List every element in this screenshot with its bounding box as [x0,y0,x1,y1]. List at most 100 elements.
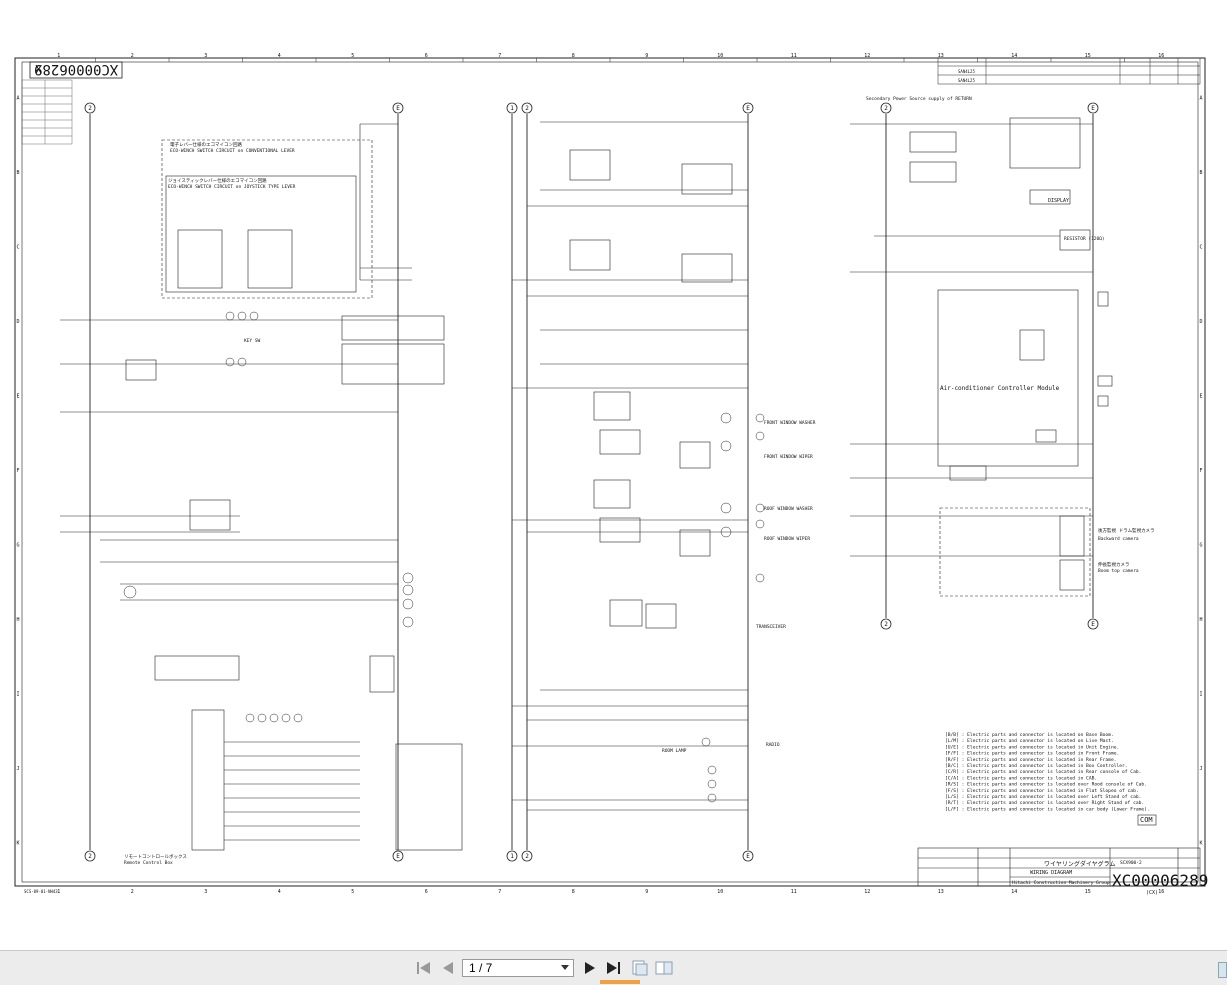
page-selector[interactable]: 1 / 7 [462,959,574,977]
left-relay-coils [123,311,414,723]
row-letter: J [16,766,19,772]
column-number: 4 [278,53,281,59]
svg-text:SAN4L25: SAN4L25 [958,78,975,83]
sheet-code: SCS-09-01-NH43 [24,889,58,894]
column-number: 2 [131,889,134,895]
svg-text:WIRING DIAGRAM: WIRING DIAGRAM [1030,870,1072,876]
svg-text:FRONT WINDOW WIPER: FRONT WINDOW WIPER [764,454,813,460]
middle-motors-lamps [701,412,765,803]
svg-text:E: E [1091,105,1095,112]
column-number: 3 [204,889,207,895]
svg-text:2: 2 [88,853,92,860]
middle-circuits [512,121,748,811]
row-letter: I [16,692,19,698]
column-number: 16 [1158,53,1164,59]
column-number: 7 [498,53,501,59]
svg-text:RADIO: RADIO [766,742,780,748]
chevron-down-icon [561,965,569,970]
row-letter: E [16,393,19,399]
single-page-view-button[interactable] [630,958,650,978]
svg-text:ECO-WINCH SWITCH CIRCUIT on CO: ECO-WINCH SWITCH CIRCUIT on CONVENTIONAL… [170,148,295,154]
svg-text:ROOM LAMP: ROOM LAMP [662,748,687,754]
column-number: 13 [938,53,944,59]
title-block [917,847,1201,887]
svg-text:Hitachi Construction Machinery: Hitachi Construction Machinery Group [1012,880,1110,886]
column-number: 8 [572,53,575,59]
com-label: COM [1140,816,1153,824]
svg-text:1: 1 [510,853,514,860]
column-number: 1 [57,53,60,59]
svg-text:1: 1 [510,105,514,112]
legend-line: [R/T] : Electric parts and connector is … [945,800,1144,806]
row-letter: H [1199,617,1202,623]
column-number: 1 [57,889,60,895]
legend-line: [B/B] : Electric parts and connector is … [945,732,1114,738]
svg-text:SAN4L25: SAN4L25 [958,69,975,74]
row-letter: A [16,95,19,101]
column-number: 15 [1085,53,1091,59]
page-indicator: 1 / 7 [469,961,493,975]
column-number: 3 [204,53,207,59]
left-circuits [60,123,463,851]
column-number: 4 [278,889,281,895]
right-circuits [850,117,1113,597]
row-letter: E [1199,393,1202,399]
row-letter: D [1199,319,1202,325]
previous-page-button[interactable] [438,958,458,978]
svg-text:2: 2 [884,621,888,628]
legend-line: [F/S] : Electric parts and connector is … [945,788,1139,794]
row-letter: K [16,841,19,847]
column-number: 11 [791,53,797,59]
legend-line: [L/S] : Electric parts and connector is … [945,794,1141,800]
next-page-button[interactable] [580,958,600,978]
column-number: 10 [717,53,723,59]
bus-terminals [84,102,1099,862]
svg-text:E: E [1091,621,1095,628]
svg-text:FRONT WINDOW WASHER: FRONT WINDOW WASHER [764,420,816,426]
panel-toggle-button[interactable] [1218,962,1227,978]
svg-text:Boom top camera: Boom top camera [1098,568,1139,574]
row-letter: C [1199,244,1202,250]
column-number: 6 [425,889,428,895]
column-number: 7 [498,889,501,895]
svg-text:XC00006289: XC00006289 [1112,871,1208,890]
revision-rows: SAN4L25 SAN4L25 [958,69,975,83]
previous-page-icon [443,962,453,974]
legend-line: [B/C] : Electric parts and connector is … [945,763,1128,769]
middle-circuit-text: FRONT WINDOW WASHER FRONT WINDOW WIPER R… [244,338,816,754]
column-number: 9 [645,53,648,59]
row-letter: A [1199,95,1202,101]
svg-text:2: 2 [525,105,529,112]
legend-line: [C/R] : Electric parts and connector is … [945,769,1141,775]
first-page-icon [417,962,430,974]
last-page-button[interactable] [604,958,624,978]
column-number: 10 [717,889,723,895]
first-page-button[interactable] [414,958,434,978]
single-page-icon [632,960,648,976]
svg-text:ROOF WINDOW WIPER: ROOF WINDOW WIPER [764,536,810,542]
two-page-view-button[interactable] [654,958,674,978]
legend-line: [C/A] : Electric parts and connector is … [945,775,1097,781]
power-buses [89,114,1094,850]
svg-text:RESISTOR (120Ω): RESISTOR (120Ω) [1064,236,1105,242]
legend-line: [L/F] : Electric parts and connector is … [945,806,1150,812]
svg-text:DISPLAY: DISPLAY [1048,198,1069,204]
row-letter: D [16,319,19,325]
svg-text:ECO-WINCH SWITCH CIRCUIT on JO: ECO-WINCH SWITCH CIRCUIT on JOYSTICK TYP… [168,184,296,190]
svg-text:Air-conditioner Controller Mod: Air-conditioner Controller Module [940,385,1060,392]
options-table [21,79,73,145]
column-number: 13 [938,889,944,895]
row-letter: J [1199,766,1202,772]
column-number: 2 [131,53,134,59]
row-letter: K [1199,841,1202,847]
column-number: 14 [1011,53,1017,59]
legend-line: [L/M] : Electric parts and connector is … [945,738,1114,744]
svg-text:ROOF WINDOW WASHER: ROOF WINDOW WASHER [764,506,813,512]
svg-text:Backward camera: Backward camera [1098,536,1139,542]
last-page-icon [607,962,620,974]
svg-text:E: E [396,105,400,112]
location-legend: [B/B] : Electric parts and connector is … [945,732,1150,812]
svg-text:2: 2 [525,853,529,860]
